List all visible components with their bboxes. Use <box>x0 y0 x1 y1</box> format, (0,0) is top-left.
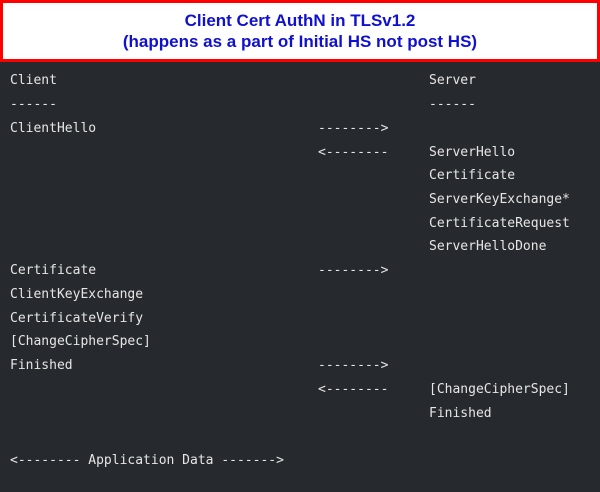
arrow-client-certificate: --------> <box>318 263 389 278</box>
server-hello-done: ServerHelloDone <box>429 239 547 254</box>
client-hello: ClientHello <box>10 121 97 136</box>
arrow-client-finished: --------> <box>318 358 389 373</box>
title-line-1: Client Cert AuthN in TLSv1.2 <box>184 11 416 30</box>
certificate-request: CertificateRequest <box>429 216 570 231</box>
title-line-2: (happens as a part of Initial HS not pos… <box>122 32 478 51</box>
client-header-rule: ------ <box>10 97 57 112</box>
certificate-verify: CertificateVerify <box>10 311 144 326</box>
client-finished: Finished <box>10 358 73 373</box>
arrow-client-hello: --------> <box>318 121 389 136</box>
application-data: <-------- Application Data -------> <box>10 453 284 468</box>
client-key-exchange: ClientKeyExchange <box>10 287 144 302</box>
server-finished: Finished <box>429 406 492 421</box>
handshake-diagram <box>0 62 600 492</box>
server-certificate: Certificate <box>429 168 516 183</box>
server-hello: ServerHello <box>429 145 516 160</box>
arrow-server-hello: <-------- <box>318 145 389 160</box>
title-banner: Client Cert AuthN in TLSv1.2 (happens as… <box>0 0 600 62</box>
server-header-rule: ------ <box>429 97 476 112</box>
server-header: Server <box>429 73 476 88</box>
arrow-server-finished: <-------- <box>318 382 389 397</box>
client-certificate: Certificate <box>10 263 97 278</box>
client-change-cipher-spec: [ChangeCipherSpec] <box>10 334 151 349</box>
server-change-cipher-spec: [ChangeCipherSpec] <box>429 382 570 397</box>
server-key-exchange: ServerKeyExchange* <box>429 192 570 207</box>
client-header: Client <box>10 73 57 88</box>
